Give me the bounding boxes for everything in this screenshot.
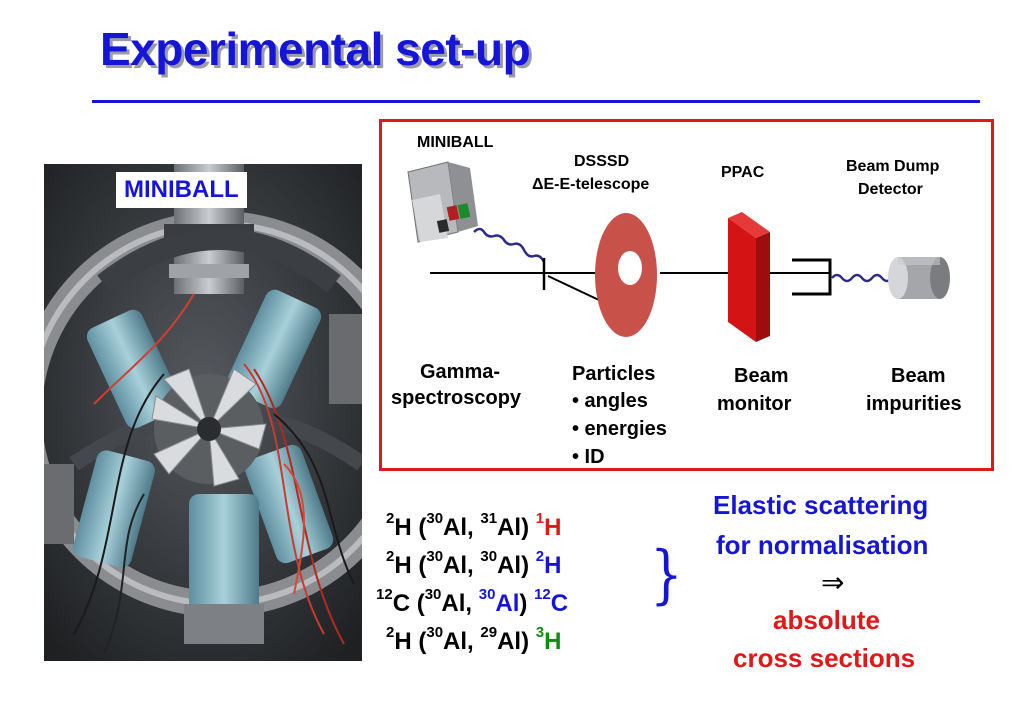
miniball-photo-illustration (44, 164, 362, 661)
beam-dump-detector-label: Detector (858, 181, 923, 198)
gamma-label: Gamma- (420, 361, 501, 383)
beam-impurities-label-2: impurities (866, 393, 962, 415)
dsssd-label: DSSSD (574, 153, 630, 170)
conclusion-line-1: Elastic scattering (713, 490, 929, 520)
reaction-row-3: 12C (30Al, 30Al) 12C (376, 586, 569, 617)
title-underline (92, 100, 980, 103)
particles-angles: • angles (572, 390, 648, 412)
conclusion-line-2: for normalisation (716, 530, 929, 560)
beam-monitor-label-2: monitor (717, 393, 792, 415)
miniball-detector-icon (407, 161, 478, 243)
reaction-row-1: 2H (30Al, 31Al) 1H (386, 510, 562, 541)
setup-diagram-frame (379, 119, 994, 471)
implies-arrow: ⇒ (821, 566, 845, 599)
miniball-photo-label: MINIBALL (116, 172, 247, 208)
page-title: Experimental set-up (100, 23, 531, 75)
right-brace: } (650, 538, 683, 612)
beam-dump-detector-icon (888, 257, 950, 299)
reaction-row-2: 2H (30Al, 30Al) 2H (386, 548, 562, 579)
miniball-photo: MINIBALL (44, 164, 362, 661)
gamma-ray-wave (473, 227, 546, 263)
ppac-detector (728, 212, 770, 342)
beam-dump-bracket (792, 258, 832, 296)
conclusion-line-3: absolute (773, 605, 880, 635)
dsssd-annular-detector (595, 213, 657, 337)
beam-dump-label: Beam Dump (846, 158, 940, 175)
particles-id: • ID (572, 446, 605, 468)
reaction-row-4: 2H (30Al, 29Al) 3H (386, 624, 562, 655)
beam-dump-wave (831, 273, 893, 283)
beam-impurities-label-1: Beam (891, 365, 946, 387)
conclusion-line-4: cross sections (733, 643, 916, 673)
spectroscopy-label: spectroscopy (391, 387, 522, 409)
telescope-label: ΔE-E-telescope (532, 176, 650, 193)
ppac-label: PPAC (721, 164, 765, 181)
particles-energies: • energies (572, 418, 667, 440)
miniball-diagram-label: MINIBALL (417, 134, 494, 151)
particles-label: Particles (572, 363, 656, 385)
beam-monitor-label-1: Beam (734, 365, 789, 387)
